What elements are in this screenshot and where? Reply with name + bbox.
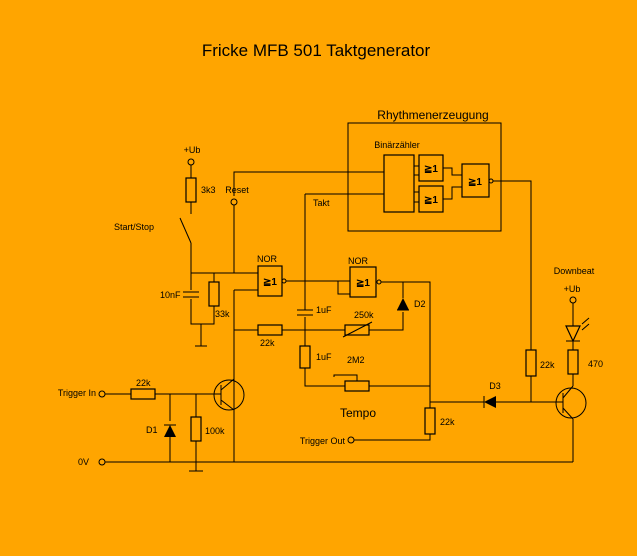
nor-gate-1 (257, 265, 283, 297)
capacitor-10nf-label: 10nF (160, 290, 181, 300)
binary-counter-box (383, 154, 415, 213)
start-stop-switch (179, 217, 192, 244)
nor2-label: NOR (348, 256, 369, 266)
resistor-22k-out (424, 407, 436, 435)
downbeat-label: Downbeat (554, 266, 595, 276)
potentiometer-2m2-label: 2M2 (347, 355, 365, 365)
trigger-out-wire (354, 434, 431, 441)
resistor-3k3-label: 3k3 (201, 185, 216, 195)
or-out-bubble (488, 178, 494, 184)
output-transistor (555, 387, 587, 419)
ub-left-terminal (187, 158, 195, 166)
diode-d1 (164, 425, 176, 437)
start-stop-label: Start/Stop (114, 222, 154, 232)
input-transistor (213, 379, 245, 411)
ground-node-wires (190, 299, 215, 346)
nor2-bubble (376, 279, 382, 285)
resistor-3k3 (185, 177, 197, 203)
resistor-22k-in-label: 22k (136, 378, 151, 388)
capacitor-1uf-a (297, 309, 313, 316)
zero-v-terminal[interactable] (98, 458, 106, 466)
nor2-input-wire (337, 281, 350, 295)
capacitor-10nf (183, 291, 199, 298)
or-gate-2 (418, 185, 444, 213)
resistor-100k (190, 416, 202, 442)
reset-wire (233, 171, 384, 196)
resistor-100k-label: 100k (205, 426, 225, 436)
resistor-33k (208, 281, 220, 307)
cap-a-to-pot-wire (304, 317, 345, 331)
potentiometer-250k-arrow (342, 321, 373, 338)
diode-d2 (397, 298, 409, 310)
capacitor-1uf-a-label: 1uF (316, 305, 332, 315)
potentiometer-250k-label: 250k (354, 310, 374, 320)
diagram-title: Fricke MFB 501 Taktgenerator (202, 41, 431, 60)
nor2-output-wire (381, 281, 431, 408)
rhythm-generator-block (347, 122, 502, 232)
binary-counter-label: Binärzähler (374, 140, 420, 150)
component-1uf-b-label: 1uF (316, 352, 332, 362)
or-gate-1 (418, 154, 444, 182)
or-gate-1-symbol: ≧1 (424, 164, 438, 175)
nor-gate-1-symbol: ≧1 (263, 277, 277, 288)
nor-gate-2 (349, 266, 377, 298)
trigger-out-label: Trigger Out (300, 436, 346, 446)
rhythm-output-wire (493, 180, 532, 350)
potentiometer-2m2-wiper (333, 374, 358, 381)
or-gate-3-symbol: ≧1 (468, 177, 482, 188)
resistor-22k-out-label: 22k (440, 417, 455, 427)
reset-label: Reset (225, 185, 249, 195)
potentiometer-2m2 (344, 380, 370, 392)
reset-terminal (230, 198, 238, 206)
diode-d2-label: D2 (414, 299, 426, 309)
diode-d3 (484, 396, 496, 408)
led-downbeat (565, 325, 581, 343)
resistor-22k-right-label: 22k (540, 360, 555, 370)
resistor-22k-mid-label: 22k (260, 338, 275, 348)
nor-gate-2-symbol: ≧1 (356, 278, 370, 289)
diode-d1-label: D1 (146, 425, 158, 435)
resistor-470-label: 470 (588, 359, 603, 369)
tempo-label: Tempo (340, 406, 376, 420)
resistor-22k-mid (257, 324, 283, 336)
led-light-arrows (581, 317, 590, 331)
counter-gate-wires (414, 165, 419, 203)
or-gate-2-symbol: ≧1 (424, 195, 438, 206)
resistor-33k-label: 33k (215, 309, 230, 319)
nor1-bubble (281, 278, 287, 284)
input-transistor-leads (214, 378, 235, 411)
diode-d3-label: D3 (489, 381, 501, 391)
trigger-in-terminal[interactable] (98, 390, 106, 398)
component-1uf-b (299, 345, 311, 369)
nor1-label: NOR (257, 254, 278, 264)
output-transistor-leads (559, 385, 574, 420)
zero-v-label: 0V (78, 457, 89, 467)
ub-right-terminal (569, 296, 577, 304)
trigger-out-terminal[interactable] (347, 436, 355, 444)
rhythm-block-label: Rhythmenerzeugung (377, 108, 488, 122)
pot-to-diode-wire (369, 312, 404, 331)
to-2m2-wire (304, 368, 345, 387)
nor1-lower-input (233, 289, 258, 462)
trigger-in-label: Trigger In (58, 388, 96, 398)
resistor-22k-right (525, 349, 537, 377)
resistor-470 (567, 349, 579, 375)
resistor-22k-in (130, 388, 156, 400)
ub-right-label: +Ub (564, 284, 581, 294)
gate-merge-wires (443, 167, 462, 200)
ub-left-label: +Ub (184, 145, 201, 155)
takt-label: Takt (313, 198, 330, 208)
takt-wire (304, 193, 384, 310)
input-node-wires (190, 272, 258, 290)
